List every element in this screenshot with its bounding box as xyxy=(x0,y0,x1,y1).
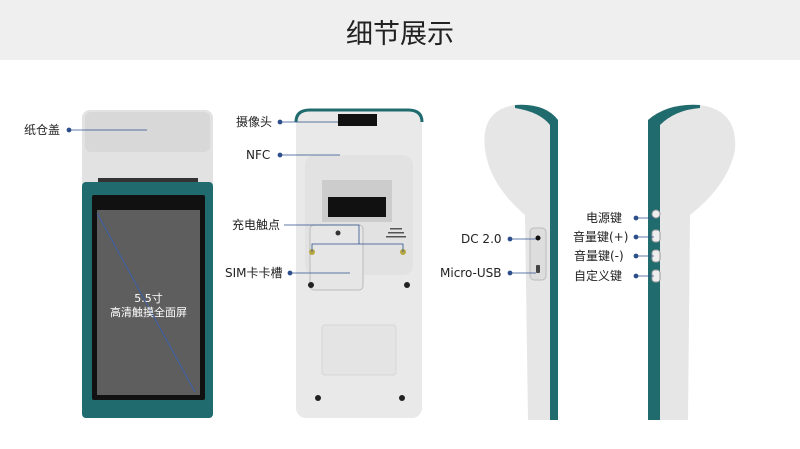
label-paper-cover: 纸仓盖 xyxy=(24,123,61,137)
left-side-view xyxy=(484,104,558,420)
label-dc: DC 2.0 xyxy=(461,232,502,246)
header-band xyxy=(0,0,800,60)
label-power: 电源键 xyxy=(586,211,623,225)
label-charging: 充电触点 xyxy=(232,218,281,232)
label-sim: SIM卡卡槽 xyxy=(225,266,283,280)
label-vol-up: 音量键(+) xyxy=(573,230,629,244)
label-custom: 自定义键 xyxy=(574,269,623,283)
label-usb: Micro-USB xyxy=(440,266,502,280)
back-view xyxy=(294,108,424,418)
label-vol-down: 音量键(-) xyxy=(574,249,624,263)
screen-desc-text: 高清触摸全面屏 xyxy=(110,306,187,319)
front-view xyxy=(82,110,213,418)
label-camera: 摄像头 xyxy=(236,115,273,129)
label-nfc: NFC xyxy=(246,148,271,162)
page-title: 细节展示 xyxy=(346,19,454,50)
label-leaders xyxy=(66,119,654,279)
screen-size-text: 5.5寸 xyxy=(134,292,163,305)
right-side-view xyxy=(648,104,736,420)
